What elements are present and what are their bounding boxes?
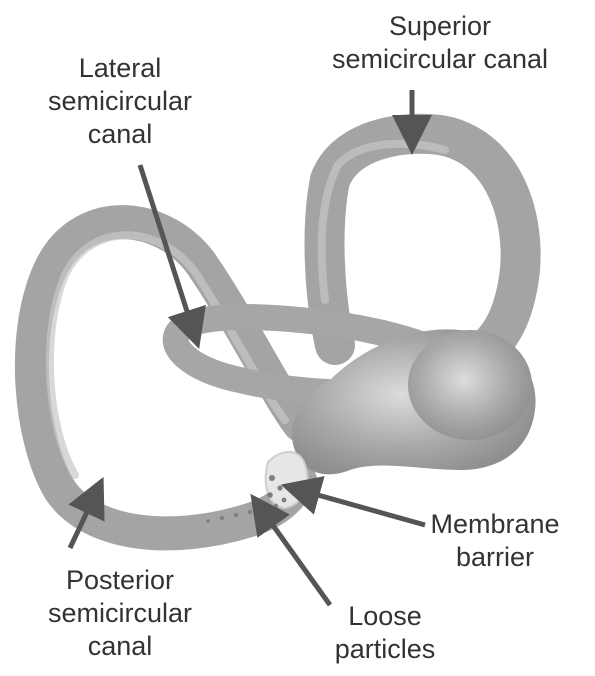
- label-superior-semicircular-canal: Superior semicircular canal: [290, 10, 590, 76]
- label-loose-particles: Loose particles: [300, 600, 470, 666]
- vestibule-bulge: [408, 330, 532, 440]
- label-posterior-semicircular-canal: Posterior semicircular canal: [10, 564, 230, 663]
- label-lateral-semicircular-canal: Lateral semicircular canal: [20, 52, 220, 151]
- arrow-loose-particles: [262, 510, 330, 605]
- label-membrane-barrier: Membrane barrier: [400, 508, 590, 574]
